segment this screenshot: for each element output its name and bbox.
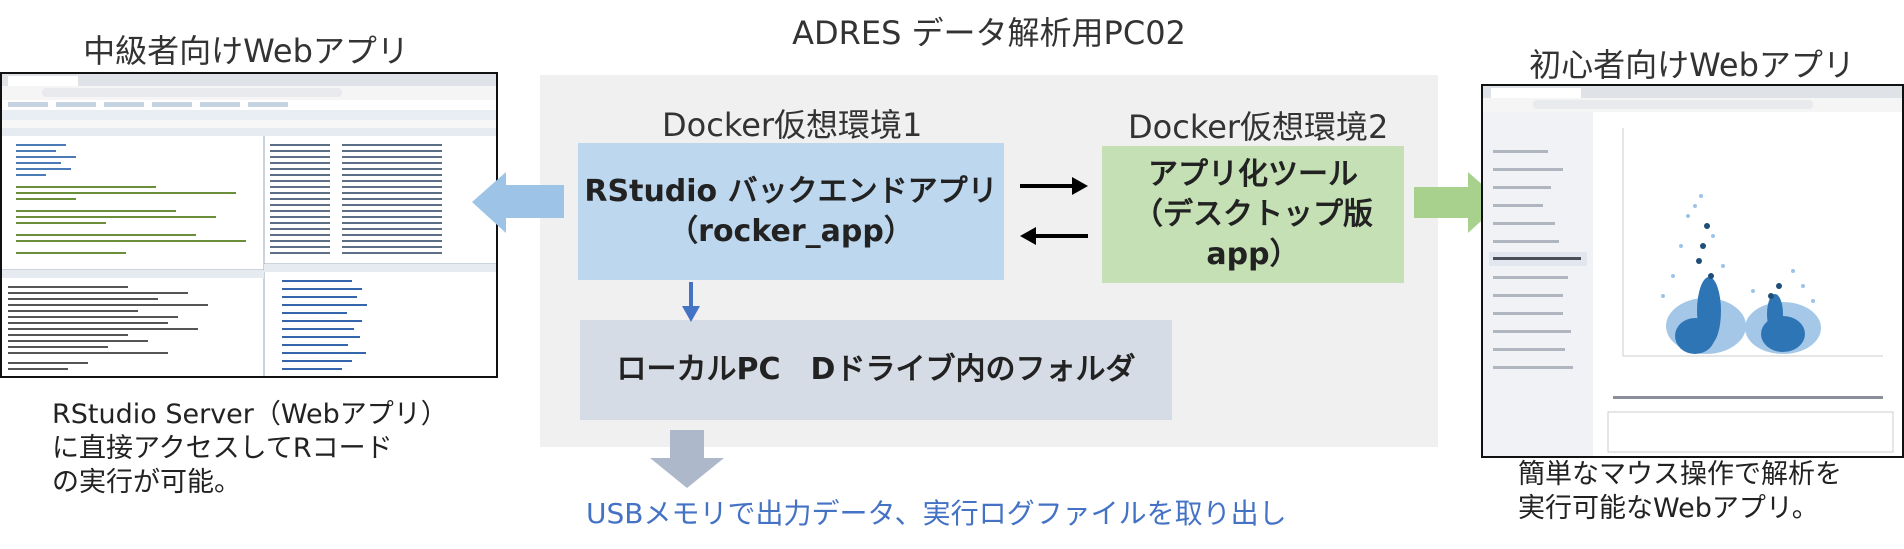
main-title: ADRES データ解析用PC02 bbox=[792, 14, 1186, 52]
left-caption: RStudio Server（Webアプリ） に直接アクセスしてRコード の実行… bbox=[52, 398, 492, 500]
down-line-arrow bbox=[682, 282, 700, 322]
right-title: 初心者向けWebアプリ bbox=[1529, 46, 1855, 84]
left-caption-line: の実行が可能。 bbox=[52, 467, 241, 498]
right-line-arrow bbox=[1020, 177, 1088, 195]
left-line-arrow bbox=[1020, 227, 1088, 245]
right-caption-line: 簡単なマウス操作で解析を bbox=[1518, 459, 1842, 490]
right-caption-line: 実行可能なWebアプリ。 bbox=[1518, 493, 1819, 524]
docker1-label: Docker仮想環境1 bbox=[662, 106, 923, 144]
left-block-arrow bbox=[472, 172, 564, 233]
right-caption: 簡単なマウス操作で解析を 実行可能なWebアプリ。 bbox=[1518, 458, 1898, 526]
rstudio-backend-box-line: RStudio バックエンドアプリ bbox=[584, 173, 998, 209]
local-folder-label: ローカルPC Dドライブ内のフォルダ bbox=[616, 352, 1136, 387]
rstudio-backend-box-line: （rocker_app） bbox=[668, 213, 914, 249]
app-tool-box: アプリ化ツール （デスクトップ版app） bbox=[1102, 146, 1404, 283]
down-block-arrow bbox=[650, 430, 724, 488]
webapp-screenshot-art bbox=[1483, 86, 1902, 456]
docker2-label: Docker仮想環境2 bbox=[1128, 108, 1389, 146]
rstudio-backend-box: RStudio バックエンドアプリ （rocker_app） bbox=[578, 143, 1004, 280]
left-caption-line: に直接アクセスしてRコード bbox=[52, 433, 393, 464]
left-title: 中級者向けWebアプリ bbox=[83, 32, 409, 70]
webapp-screenshot bbox=[1481, 84, 1904, 458]
rstudio-screenshot bbox=[0, 72, 498, 378]
app-tool-box-line: アプリ化ツール bbox=[1148, 156, 1358, 192]
usb-export-text: USBメモリで出力データ、実行ログファイルを取り出し bbox=[586, 497, 1287, 530]
local-folder-box: ローカルPC Dドライブ内のフォルダ bbox=[580, 320, 1172, 420]
rstudio-screenshot-art bbox=[2, 74, 496, 376]
right-block-arrow bbox=[1414, 172, 1502, 233]
app-tool-box-line: （デスクトップ版app） bbox=[1133, 196, 1373, 272]
left-caption-line: RStudio Server（Webアプリ） bbox=[52, 399, 448, 430]
